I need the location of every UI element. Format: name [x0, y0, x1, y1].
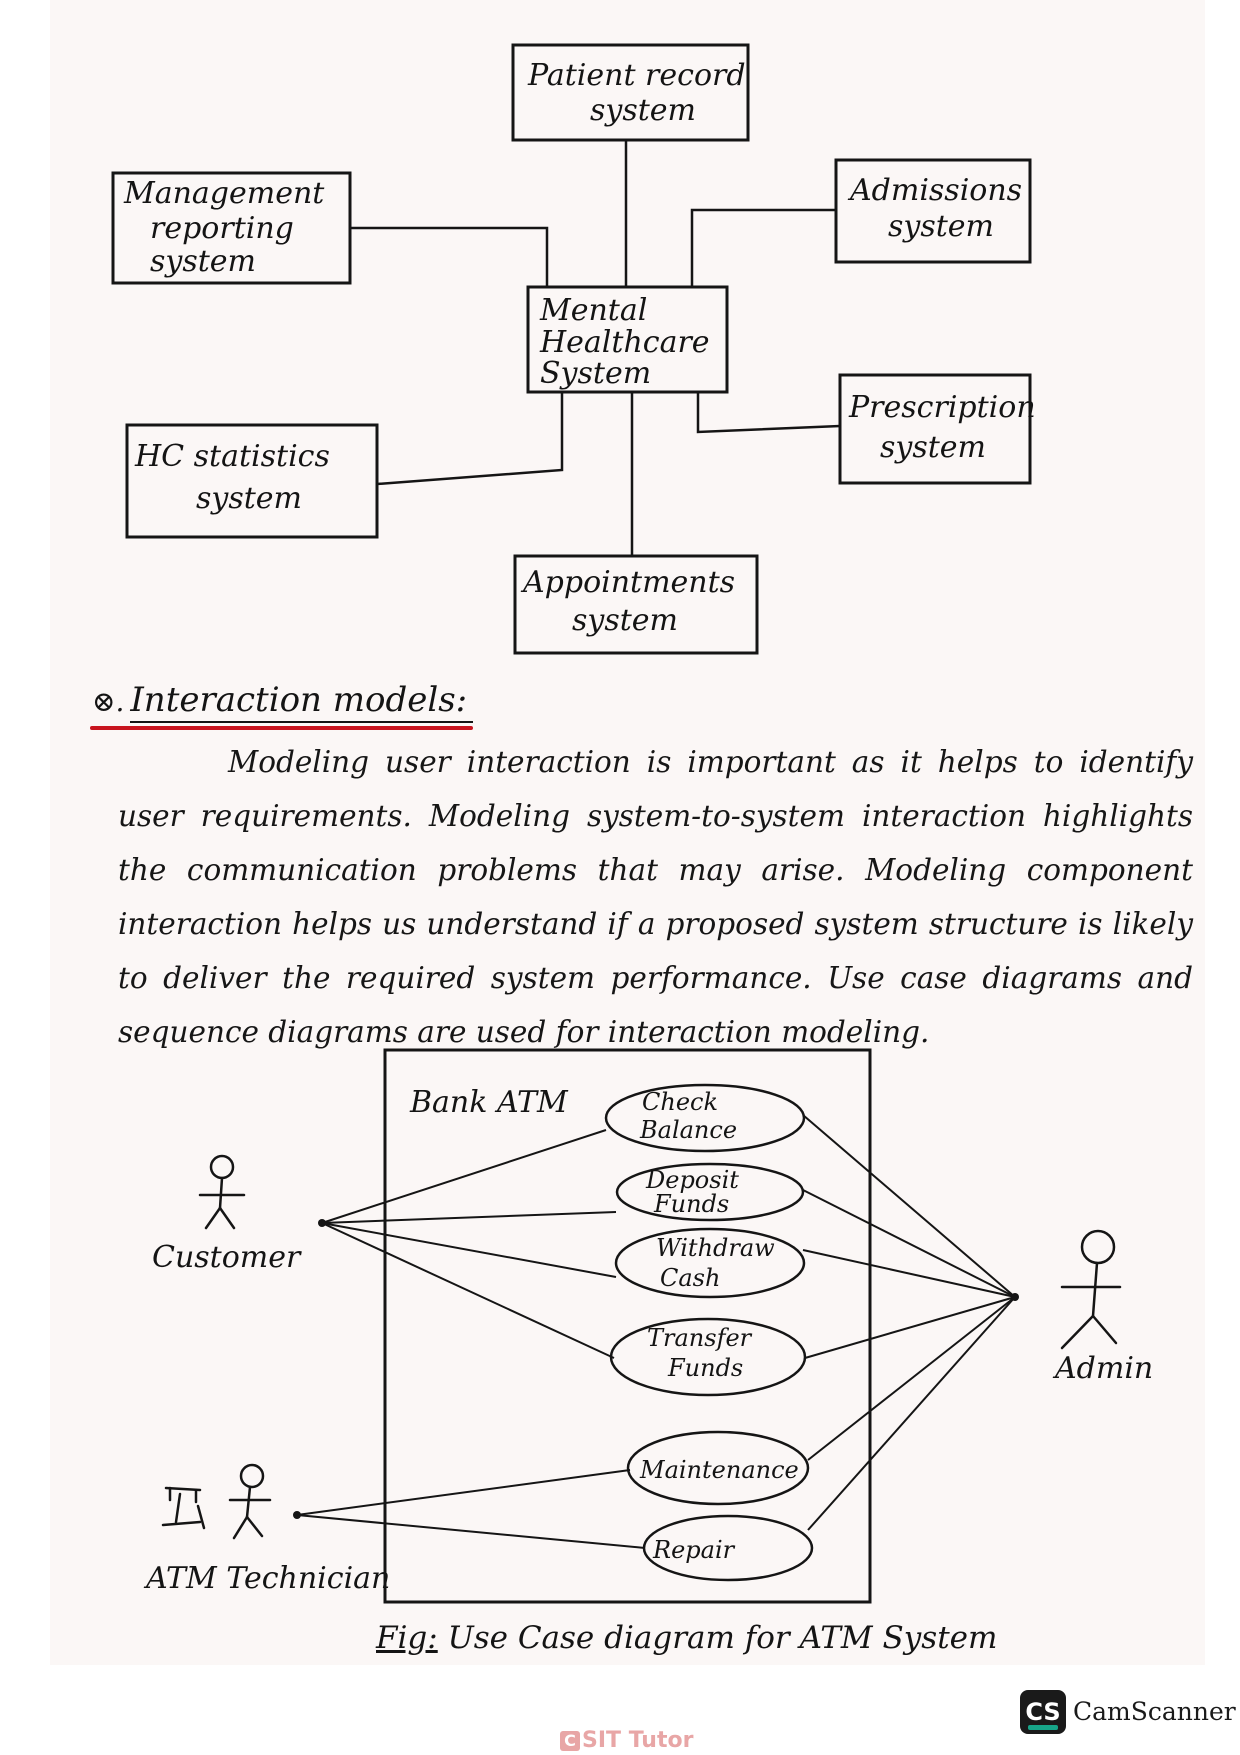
- box-hc-statistics-line1: HC statistics: [134, 439, 330, 474]
- section-marker: ⊗.: [92, 685, 125, 718]
- box-appointments-line2: system: [572, 603, 678, 638]
- camscanner-watermark: CamScanner: [1073, 1697, 1236, 1726]
- box-management-line2: reporting: [150, 211, 294, 246]
- use-case-deposit-funds: [615, 1162, 805, 1222]
- box-appointments: [513, 554, 759, 655]
- box-management-line1: Management: [123, 176, 325, 211]
- actor-admin-label: Admin: [1052, 1351, 1153, 1386]
- figure-caption: Fig: Use Case diagram for ATM System: [376, 1620, 997, 1656]
- heading-red-underline: [90, 726, 474, 730]
- sit-tutor-logo-icon: C: [560, 1731, 580, 1751]
- use-case-maintenance: [626, 1430, 810, 1506]
- admin-connection-point: [1011, 1293, 1019, 1301]
- technician-actor-figure: [228, 1463, 272, 1540]
- connector-admissions: [690, 208, 838, 289]
- heading-underline: [130, 721, 474, 723]
- customer-connection-point: [318, 1219, 326, 1227]
- box-mental-line1: Mental: [539, 293, 647, 328]
- use-case-check-balance-line2: Balance: [639, 1116, 737, 1144]
- use-case-transfer-funds-line1: Transfer: [647, 1324, 753, 1352]
- use-case-withdraw-cash-line1: Withdraw: [656, 1234, 775, 1262]
- box-prescription: [838, 373, 1032, 485]
- interaction-models-paragraph: Modeling user interaction is important a…: [118, 745, 1193, 1049]
- figure-caption-text: Use Case diagram for ATM System: [447, 1620, 998, 1656]
- use-case-withdraw-cash: [614, 1227, 806, 1299]
- use-case-repair-label: Repair: [652, 1536, 736, 1564]
- actor-customer-label: Customer: [152, 1240, 302, 1275]
- box-management-reporting: [111, 171, 352, 285]
- box-patient-record-line1: Patient record: [527, 58, 746, 93]
- use-case-check-balance-line1: Check: [642, 1088, 718, 1116]
- use-case-deposit-funds-line1: Deposit: [645, 1166, 739, 1194]
- figure-caption-prefix: Fig:: [376, 1620, 438, 1656]
- scanned-page: [50, 0, 1205, 1665]
- technician-toolbox-icon: [161, 1486, 206, 1530]
- box-admissions: [834, 158, 1032, 264]
- use-case-deposit-funds-line2: Funds: [653, 1190, 729, 1218]
- box-admissions-line2: system: [888, 209, 994, 244]
- box-mental-line3: System: [540, 356, 651, 391]
- admin-actor-figure: [1060, 1229, 1122, 1350]
- use-case-withdraw-cash-line2: Cash: [660, 1264, 720, 1292]
- system-boundary: [383, 1048, 872, 1604]
- associations: [296, 1114, 1016, 1549]
- box-mental-line2: Healthcare: [539, 325, 710, 360]
- box-prescription-line1: Prescription: [848, 390, 1036, 425]
- use-case-repair: [642, 1514, 814, 1582]
- connector-prescription: [696, 390, 842, 434]
- section-heading: ⊗.Interaction models:: [90, 680, 474, 730]
- box-patient-record: [511, 43, 750, 142]
- box-appointments-line1: Appointments: [520, 565, 735, 600]
- connector-hc-statistics: [375, 390, 564, 486]
- actor-technician-label: ATM Technician: [143, 1561, 390, 1596]
- camscanner-logo-icon: CS: [1020, 1690, 1066, 1734]
- section-heading-text: Interaction models:: [130, 680, 468, 720]
- sit-tutor-text: SIT Tutor: [582, 1728, 694, 1753]
- box-patient-record-line2: system: [590, 93, 696, 128]
- use-case-transfer-funds: [609, 1317, 807, 1397]
- use-case-maintenance-label: Maintenance: [639, 1456, 799, 1484]
- use-case-check-balance: [604, 1083, 806, 1153]
- box-prescription-line2: system: [880, 430, 986, 465]
- system-boundary-label: Bank ATM: [409, 1085, 569, 1120]
- connector-management: [348, 226, 549, 289]
- box-hc-statistics-line2: system: [196, 481, 302, 516]
- box-mental-healthcare: [526, 285, 729, 394]
- use-case-transfer-funds-line2: Funds: [667, 1354, 743, 1382]
- box-management-line3: system: [150, 244, 256, 279]
- box-admissions-line1: Admissions: [847, 173, 1022, 208]
- technician-connection-point: [293, 1511, 301, 1519]
- customer-actor-figure: [198, 1154, 246, 1230]
- box-hc-statistics: [125, 423, 379, 539]
